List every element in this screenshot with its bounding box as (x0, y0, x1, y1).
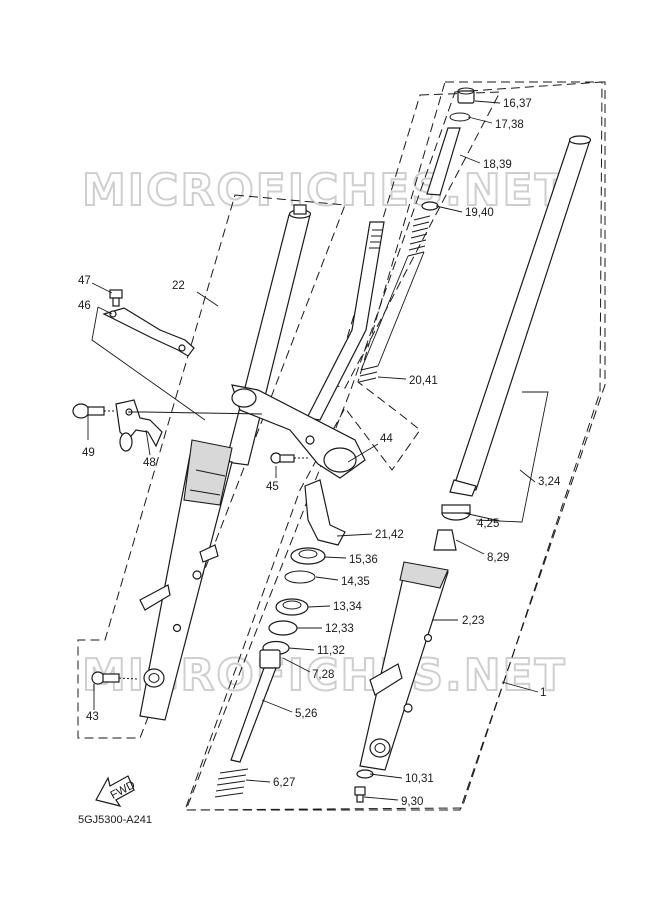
damper-rod (230, 649, 281, 763)
oil-lock-piece (433, 529, 457, 551)
callout-16-37: 16,37 (503, 98, 532, 110)
right-fork-assembly-outline (185, 81, 603, 811)
dust-seal (290, 547, 326, 565)
right-inner-tube (449, 135, 592, 497)
hose-guide (115, 399, 163, 452)
callout-6-27: 6,27 (273, 777, 295, 789)
o-ring (449, 112, 471, 122)
callout-47: 47 (78, 275, 91, 287)
callout-17-38: 17,38 (495, 119, 524, 131)
diagram-code: 5GJ5300-A241 (78, 814, 152, 826)
callout-2-23: 2,23 (462, 615, 484, 627)
bolt-47 (109, 289, 123, 307)
fork-spring (358, 215, 431, 383)
fwd-arrow-icon: FWD (95, 775, 137, 807)
cap-bolt (457, 87, 475, 104)
callout-4-25: 4,25 (477, 518, 499, 530)
spring-group-outline (332, 91, 501, 389)
callout-8-29: 8,29 (487, 552, 509, 564)
handlebar-holder (102, 307, 195, 357)
callout-10-31: 10,31 (405, 773, 434, 785)
spring-seat (421, 201, 439, 211)
callout-46: 46 (78, 300, 91, 312)
callout-19-40: 19,40 (465, 207, 494, 219)
bolt-43 (91, 671, 139, 685)
bushing (441, 504, 471, 521)
callout-13-34: 13,34 (333, 601, 362, 613)
bolt-49 (72, 403, 116, 419)
spacer-tube (426, 127, 461, 196)
callout-14-35: 14,35 (341, 576, 370, 588)
callout-18-39: 18,39 (483, 159, 512, 171)
callout-22: 22 (172, 280, 185, 292)
left-outer-tube (139, 439, 233, 721)
oil-seal (275, 598, 309, 616)
callout-45: 45 (266, 481, 279, 493)
left-fork-assembly-outline (77, 194, 346, 739)
callout-1: 1 (540, 687, 546, 699)
callout-3-24: 3,24 (538, 476, 561, 488)
callout-5-26: 5,26 (295, 708, 317, 720)
bolt-45 (270, 452, 310, 464)
steering-stem (231, 221, 385, 479)
callout-44: 44 (380, 433, 393, 445)
drain-bolt (354, 786, 366, 803)
callout-43: 43 (86, 711, 99, 723)
callout-49: 49 (82, 447, 95, 459)
rebound-spring (214, 768, 249, 798)
callout-20-41: 20,41 (409, 375, 438, 387)
fork-cover (304, 479, 346, 546)
watermark-top: MICROFICHES.NET (82, 165, 567, 216)
callout-7-28: 7,28 (312, 669, 334, 681)
callout-12-33: 12,33 (325, 623, 354, 635)
callout-11-32: 11,32 (317, 645, 345, 657)
leader-lines (87, 100, 549, 801)
callout-48: 48 (143, 457, 156, 469)
callout-21-42: 21,42 (375, 529, 404, 541)
right-outer-tube (359, 561, 449, 771)
callout-15-36: 15,36 (349, 554, 378, 566)
callout-9-30: 9,30 (401, 796, 423, 808)
washer (268, 620, 298, 636)
clip (284, 570, 316, 584)
